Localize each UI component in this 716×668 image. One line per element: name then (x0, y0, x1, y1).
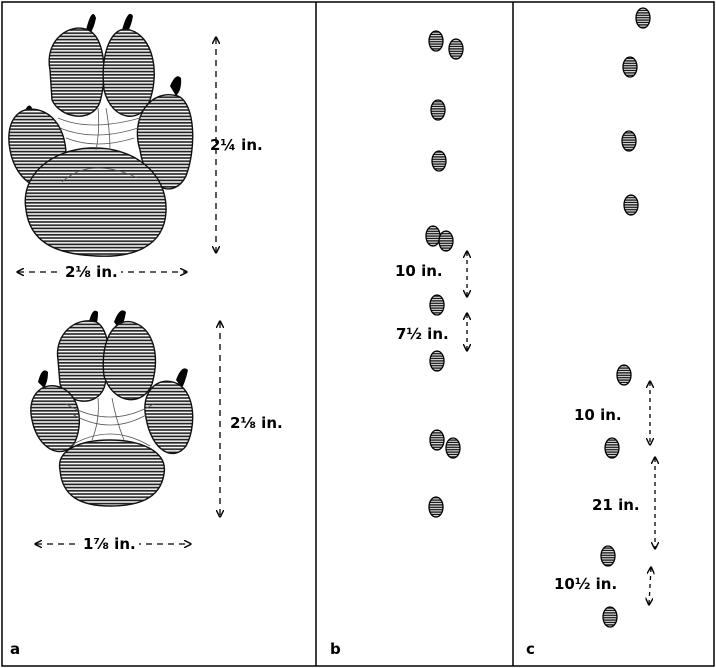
track-b-print (430, 99, 446, 121)
track-c-stride-label-3: 10½ in. (554, 575, 618, 593)
front-paw-print (8, 13, 194, 257)
panel-letter-c: c (526, 640, 535, 658)
track-c-stride-label-2: 21 in. (592, 496, 640, 514)
track-c-print (621, 130, 637, 152)
track-b-print (429, 350, 445, 372)
panel-letter-b: b (330, 640, 341, 658)
track-c-print (602, 606, 618, 628)
track-b-print (431, 150, 447, 172)
track-c-print (604, 437, 620, 459)
front-print-width-label: 2⅛ in. (62, 263, 121, 281)
front-print-pads (8, 27, 194, 257)
front-print-dimensions (18, 38, 216, 272)
track-b-print (445, 437, 461, 459)
track-c-dimensions (649, 382, 655, 604)
track-b-stride-label-1: 10 in. (395, 262, 443, 280)
hind-print-height-label: 2⅛ in. (230, 414, 283, 432)
track-b-print (428, 496, 444, 518)
track-b-print (429, 294, 445, 316)
track-c-stride-label-1: 10 in. (574, 406, 622, 424)
track-b-print (425, 225, 441, 247)
track-b-prints (425, 30, 464, 518)
hind-print-width-label: 1⅞ in. (80, 535, 139, 553)
track-b-print (448, 38, 464, 60)
panel-letter-a: a (10, 640, 21, 658)
track-c-arrow-3 (649, 568, 651, 604)
track-b-print (428, 30, 444, 52)
track-b-stride-label-2: 7½ in. (396, 325, 449, 343)
hind-print-web (65, 397, 155, 447)
track-b-print (438, 230, 454, 252)
hind-paw-print (30, 310, 194, 507)
track-c-prints (600, 7, 651, 628)
track-c-print (635, 7, 651, 29)
track-c-print (622, 56, 638, 78)
track-c-print (600, 545, 616, 567)
track-b-print (429, 429, 445, 451)
track-c-print (616, 364, 632, 386)
front-print-height-label: 2¼ in. (210, 136, 263, 154)
hind-print-pads (30, 320, 194, 507)
track-c-print (623, 194, 639, 216)
front-print-web (57, 107, 141, 183)
